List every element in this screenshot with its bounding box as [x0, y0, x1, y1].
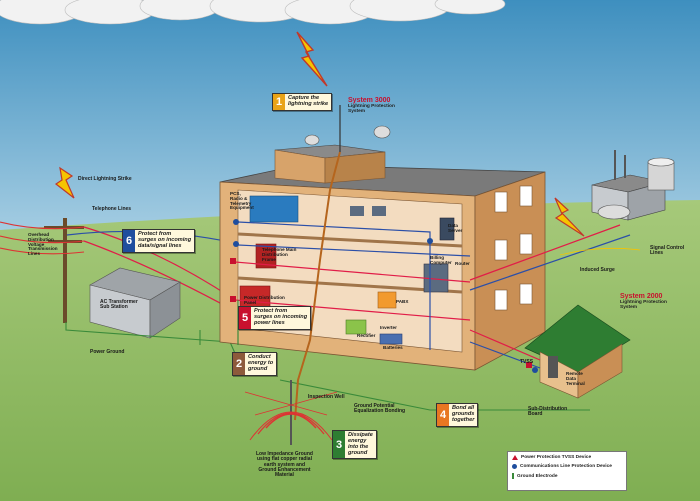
down-conductor — [294, 151, 341, 421]
step-number: 1 — [273, 94, 285, 110]
pcs-radio-equipment — [249, 195, 299, 223]
system-subtitle: Lightning Protection System — [620, 300, 667, 311]
label-pabx: PABX — [396, 299, 409, 304]
label-billing: Billing Computer — [430, 255, 452, 265]
step-2-callout: 2 Conduct energy to ground — [232, 352, 278, 376]
lightning-bolt-icon — [296, 31, 328, 87]
label-telephone-lines: Telephone Lines — [92, 206, 132, 212]
equipment — [239, 195, 455, 345]
legend-item: Communications Line Protection Device — [512, 464, 622, 469]
label-low-impedance: Low Impedance Ground using flat copper r… — [256, 451, 313, 478]
step-text: Dissipate energy into the ground — [345, 431, 376, 459]
step-6-callout: 6 Protect from surges on incoming data/s… — [122, 229, 196, 253]
label-router: Router — [455, 261, 470, 266]
legend: Power Protection TVSS Device Communicati… — [507, 451, 627, 491]
telephone-mdf — [255, 243, 277, 269]
system-2000-label: System 2000 Lightning Protection System — [620, 293, 667, 310]
system-subtitle: Lightning Protection System — [348, 104, 395, 115]
step-number: 4 — [437, 404, 449, 426]
lightning-bolt-icon — [54, 166, 75, 199]
label-inverter: Inverter — [380, 325, 397, 330]
label-rectifier: Rectifier — [357, 333, 376, 338]
label-signal-control: Signal Control Lines — [650, 245, 685, 257]
ground-electrode-icon — [512, 473, 514, 479]
step-number: 5 — [239, 307, 251, 329]
legend-label: Communications Line Protection Device — [520, 464, 612, 469]
factory — [591, 150, 675, 221]
power-tvss-icon — [512, 455, 518, 460]
label-remote-data: Remote Data Terminal — [566, 371, 585, 386]
label-sub-distribution: Sub-Distribution Board — [528, 406, 568, 418]
step-number: 6 — [123, 230, 135, 252]
step-number: 2 — [233, 353, 245, 375]
lightning-bolt-icon — [554, 197, 585, 237]
label-tvss: TVSS — [520, 359, 534, 365]
data-server — [439, 217, 455, 241]
step-text: Bond all grounds together — [449, 404, 478, 426]
step-text: Capture the lightning strike — [285, 94, 332, 110]
ac-transformer-substation — [89, 267, 181, 339]
power-pole — [0, 218, 236, 323]
legend-item: Ground Electrode — [512, 473, 622, 479]
step-5-callout: 5 Protect from surges on incoming power … — [238, 306, 312, 330]
rectifier — [345, 319, 367, 335]
protection-devices — [230, 219, 538, 373]
label-overhead-lines: Overhead Distribution Voltage Transmissi… — [28, 232, 58, 257]
legend-item: Power Protection TVSS Device — [512, 455, 622, 460]
label-ground-potential: Ground Potential Equalization Bonding — [354, 403, 406, 415]
step-text: Conduct energy to ground — [245, 353, 277, 375]
remote-equipment — [548, 356, 558, 378]
label-power-ground: Power Ground — [90, 349, 125, 355]
label-telephone-main: Telephone Main Distribution Frame — [262, 247, 297, 262]
step-text: Protect from surges on incoming data/sig… — [135, 230, 195, 252]
label-pcs-radio: PCS, Radio & Telemetry Equipment — [230, 191, 254, 211]
communications-device-icon — [512, 464, 517, 469]
pabx — [377, 291, 397, 309]
step-1-callout: 1 Capture the lightning strike — [272, 93, 333, 111]
label-batteries: Batteries — [383, 345, 403, 350]
step-3-callout: 3 Dissipate energy into the ground — [332, 430, 377, 460]
legend-label: Ground Electrode — [517, 473, 558, 479]
label-induced-surge: Induced Surge — [580, 267, 615, 273]
system-title: System 3000 — [348, 97, 391, 104]
system-title: System 2000 — [620, 293, 663, 300]
step-text: Protect from surges on incoming power li… — [251, 307, 311, 329]
label-ac-transformer: AC Transformer Sub Station — [100, 299, 138, 311]
system-3000-label: System 3000 Lightning Protection System — [348, 97, 395, 114]
remote-data-terminal-house — [524, 304, 631, 399]
ground-rod-dissipation — [244, 380, 338, 445]
batteries — [379, 333, 403, 345]
label-direct-strike: Direct Lightning Strike — [78, 176, 132, 182]
step-number: 3 — [333, 431, 345, 459]
legend-label: Power Protection TVSS Device — [521, 455, 592, 460]
clouds — [0, 0, 506, 25]
step-4-callout: 4 Bond all grounds together — [436, 403, 479, 427]
label-data-server: Data Server — [448, 223, 463, 233]
label-power-distribution: Power Distribution Panel — [244, 295, 285, 305]
label-inspection-well: Inspection Well — [308, 394, 345, 400]
